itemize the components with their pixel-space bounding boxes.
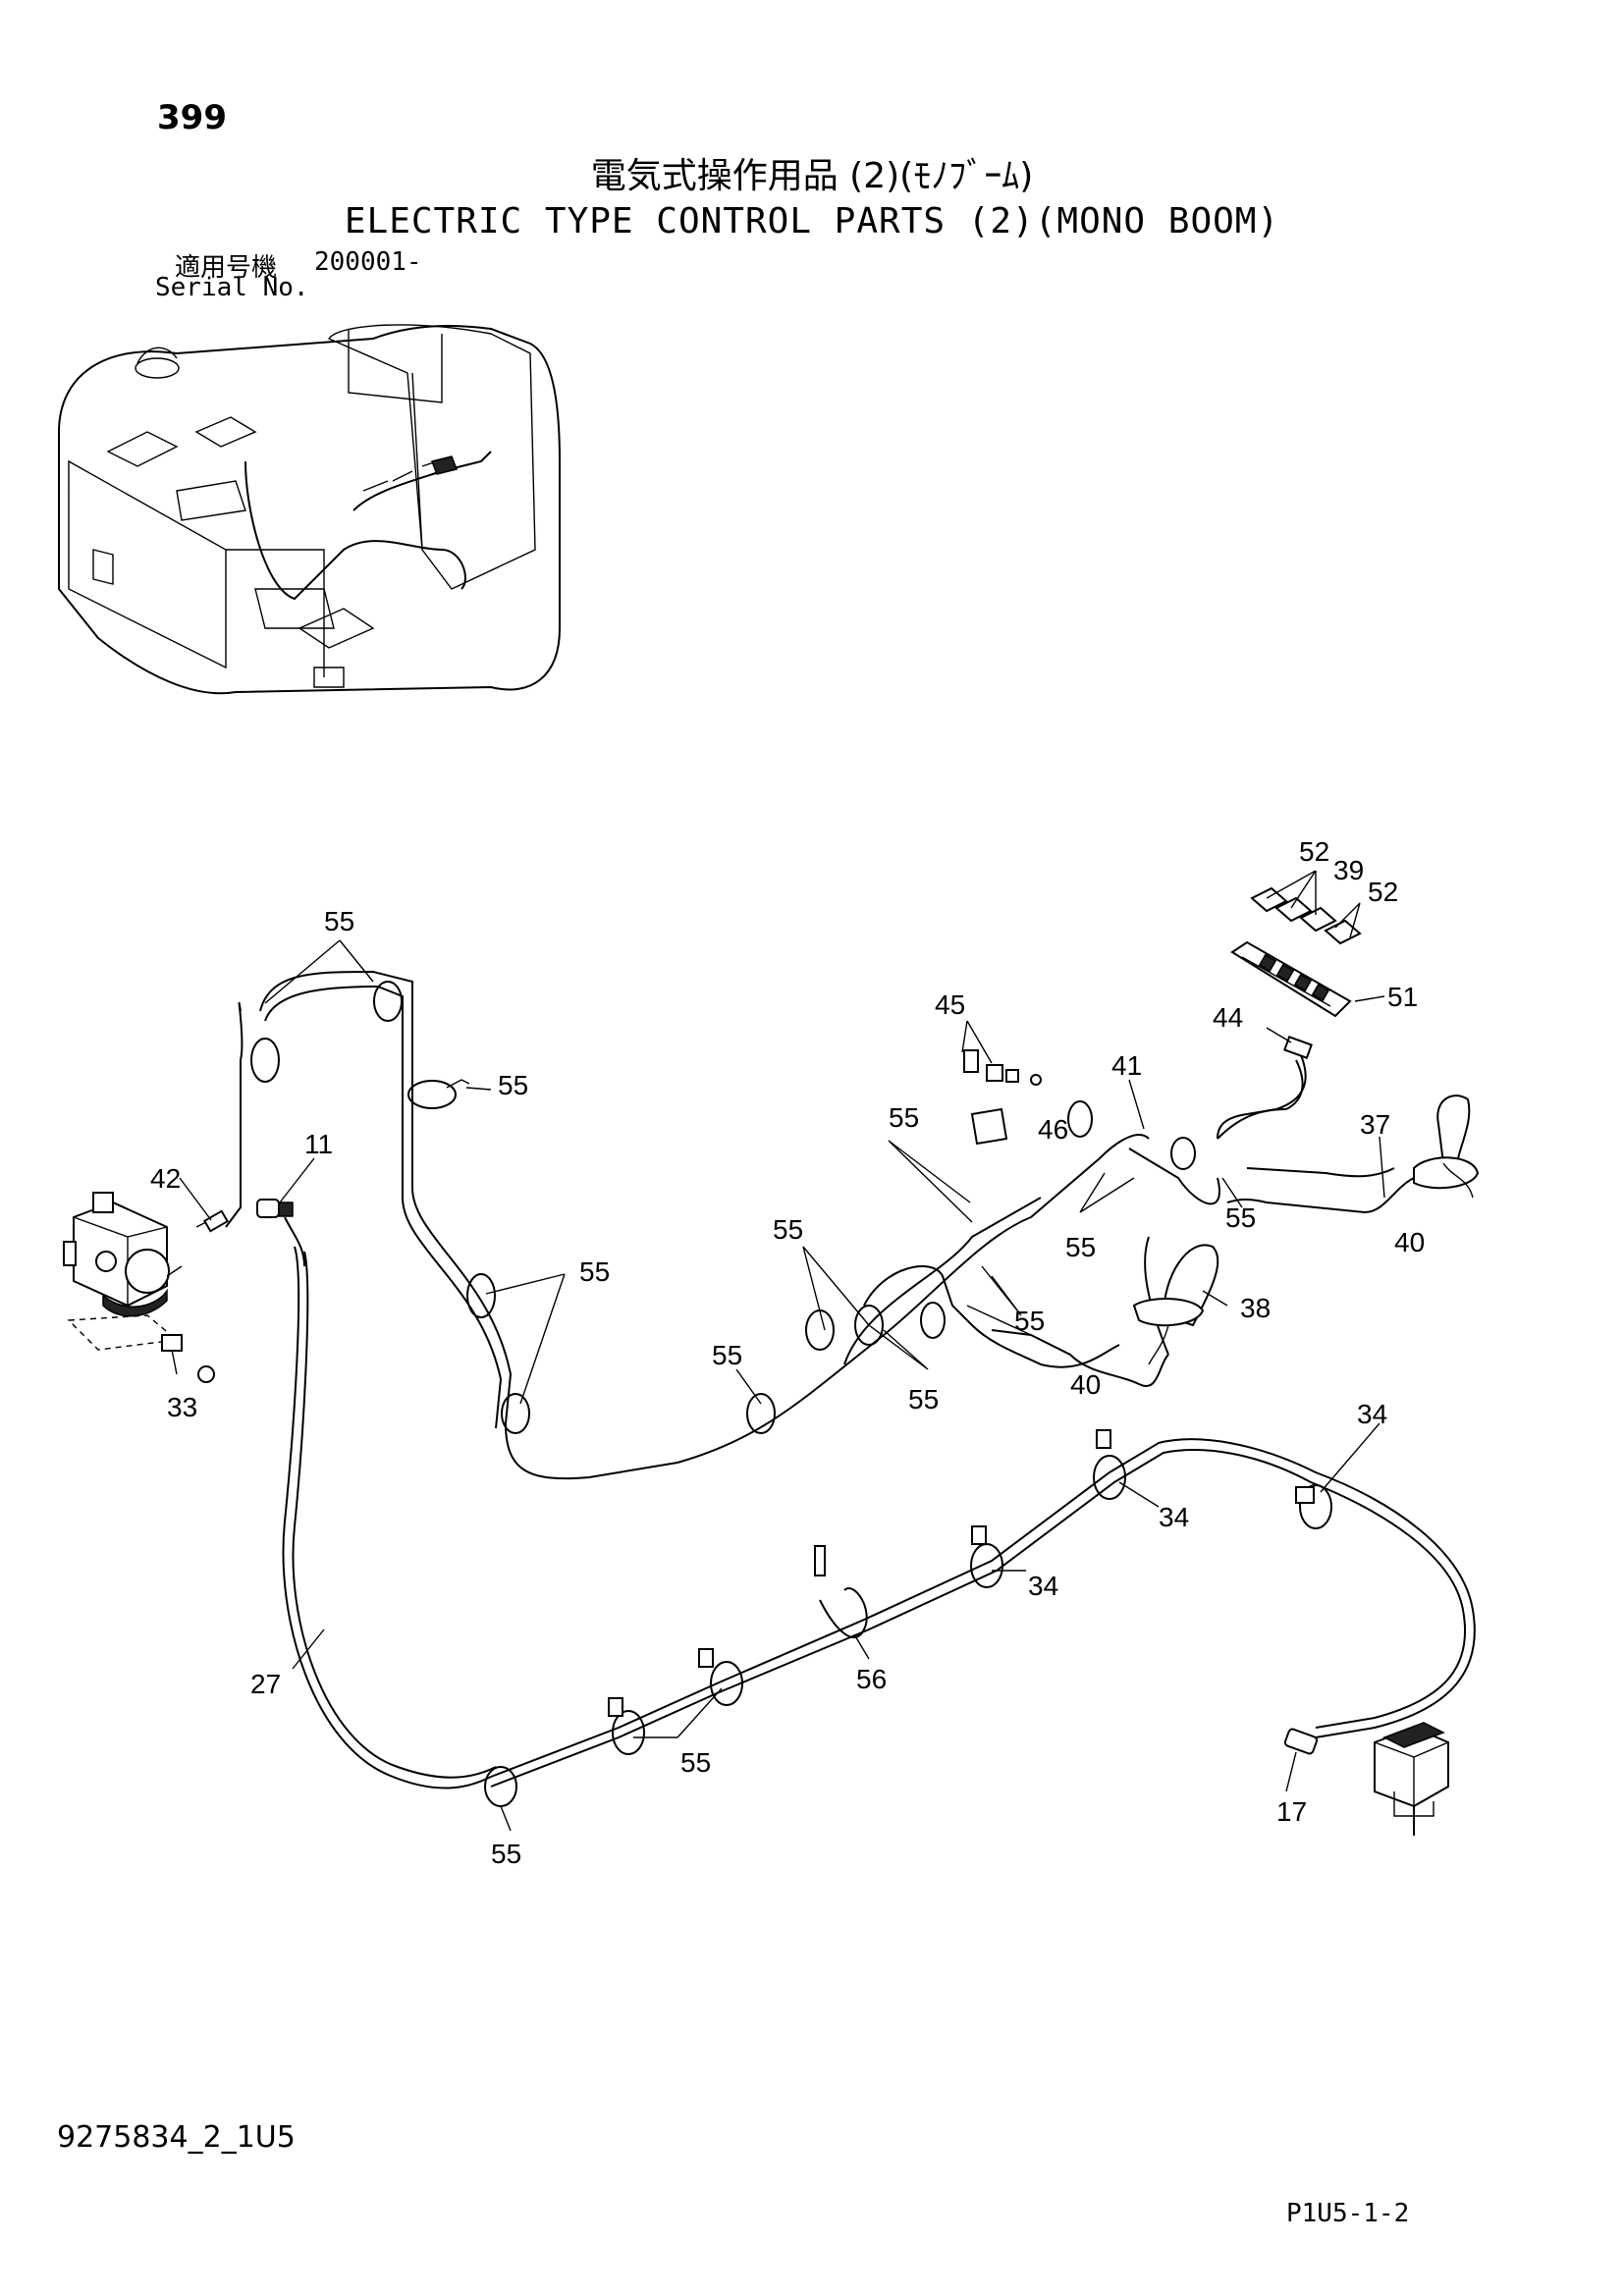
callout-numbers: 52 39 52 51 44 45 41 46 37 55 55 11 42 5…	[150, 836, 1425, 1869]
callout-52: 52	[1299, 836, 1329, 867]
lower-harness	[490, 1429, 1476, 1788]
pressure-sensor-11	[256, 1199, 305, 1267]
title-english: ELECTRIC TYPE CONTROL PARTS (2)(MONO BOO…	[344, 201, 1280, 241]
callout-55: 55	[491, 1839, 521, 1869]
serial-label-japanese: 適用号機	[175, 253, 278, 283]
callout-52: 52	[1368, 877, 1398, 907]
callout-55: 55	[579, 1256, 610, 1287]
solenoid-valve-block	[63, 1192, 230, 1383]
callout-55: 55	[889, 1102, 919, 1133]
callout-55: 55	[1014, 1306, 1045, 1336]
callout-56: 56	[856, 1664, 887, 1694]
page-number: 399	[157, 98, 227, 137]
serial-label-english: Serial No.	[155, 273, 309, 302]
callout-17: 17	[1276, 1796, 1307, 1827]
callout-55: 55	[680, 1747, 711, 1778]
harness-clamps	[250, 981, 1196, 1434]
callout-41: 41	[1111, 1050, 1142, 1081]
callout-45: 45	[935, 989, 965, 1020]
cable-27	[282, 1246, 517, 1807]
callout-55: 55	[712, 1340, 742, 1370]
switch-panel-51	[1230, 886, 1362, 1018]
callout-44: 44	[1213, 1002, 1243, 1033]
callout-34: 34	[1159, 1502, 1189, 1532]
callout-38: 38	[1240, 1293, 1271, 1323]
callout-55: 55	[498, 1070, 528, 1100]
callout-37: 37	[1360, 1109, 1390, 1140]
callout-42: 42	[150, 1163, 181, 1194]
machine-overview-inset	[58, 324, 561, 695]
callout-40: 40	[1070, 1369, 1101, 1400]
callout-27: 27	[250, 1669, 281, 1699]
callout-55: 55	[1225, 1202, 1256, 1233]
callout-40: 40	[1394, 1227, 1425, 1257]
callout-33: 33	[167, 1392, 197, 1422]
relays-45	[963, 1049, 1042, 1146]
callout-39: 39	[1333, 855, 1364, 885]
callout-55: 55	[324, 906, 354, 936]
page-code: P1U5-1-2	[1286, 2199, 1410, 2228]
connector-44	[1217, 1036, 1313, 1140]
callout-55: 55	[908, 1384, 939, 1415]
title-japanese: 電気式操作用品 (2)(ﾓﾉﾌﾞｰﾑ)	[590, 156, 1034, 196]
joystick-38-left	[1132, 1244, 1219, 1365]
callout-55: 55	[1065, 1232, 1096, 1262]
clamp-loop	[407, 1080, 457, 1109]
drawing-number: 9275834_2_1U5	[57, 2120, 296, 2155]
main-harness	[225, 970, 1395, 1480]
callout-34: 34	[1357, 1399, 1387, 1429]
callout-46: 46	[1038, 1114, 1068, 1145]
callout-55: 55	[773, 1214, 803, 1245]
sensor-block-17	[1283, 1722, 1449, 1836]
joystick-40-right	[1226, 1095, 1480, 1214]
leader-lines	[171, 870, 1385, 1832]
serial-number-value: 200001-	[314, 247, 422, 277]
callout-51: 51	[1387, 982, 1418, 1012]
callout-34: 34	[1028, 1571, 1058, 1601]
callout-11: 11	[304, 1129, 333, 1159]
